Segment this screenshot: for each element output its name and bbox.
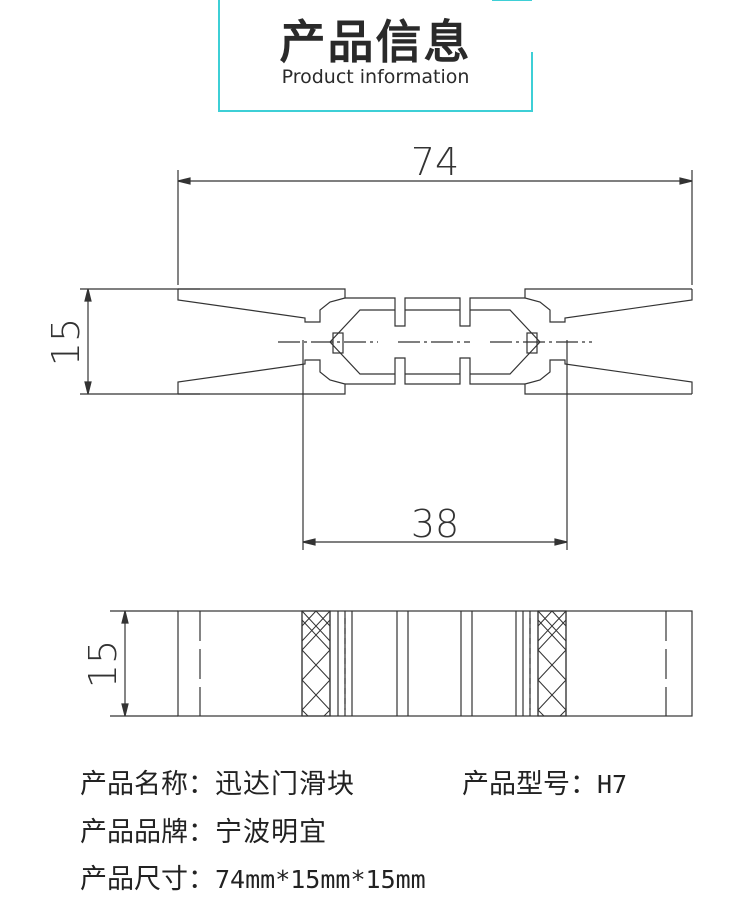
info-size-row: 产品尺寸：74mm*15mm*15mm [80,857,426,896]
brand-label: 产品品牌： [80,817,215,848]
dim-74-label: 74 [411,140,459,184]
page-title: 产品信息 [279,15,472,69]
header-box: 产品信息 Product information [218,0,533,112]
dim-15-side [110,610,178,717]
page-subtitle: Product information [281,66,470,88]
dim-15-side-label: 15 [81,640,125,688]
model-label: 产品型号： [462,769,597,800]
dim-15-front-label: 15 [44,318,88,366]
front-profile [177,288,693,395]
model-value: H7 [597,770,628,799]
dim-15-front [80,288,200,395]
info-model-row: 产品型号：H7 [462,762,627,801]
size-label: 产品尺寸： [80,864,215,895]
brand-value: 宁波明宜 [215,817,327,848]
name-value: 迅达门滑块 [215,769,355,800]
header-frame [218,0,533,112]
name-label: 产品名称： [80,769,215,800]
dim-38 [302,340,568,550]
size-value: 74mm*15mm*15mm [215,865,426,894]
info-brand-row: 产品品牌：宁波明宜 [80,810,327,849]
dim-74 [177,170,693,285]
info-name-row: 产品名称：迅达门滑块 [80,762,355,801]
side-view [177,610,693,717]
dim-38-label: 38 [411,502,459,546]
